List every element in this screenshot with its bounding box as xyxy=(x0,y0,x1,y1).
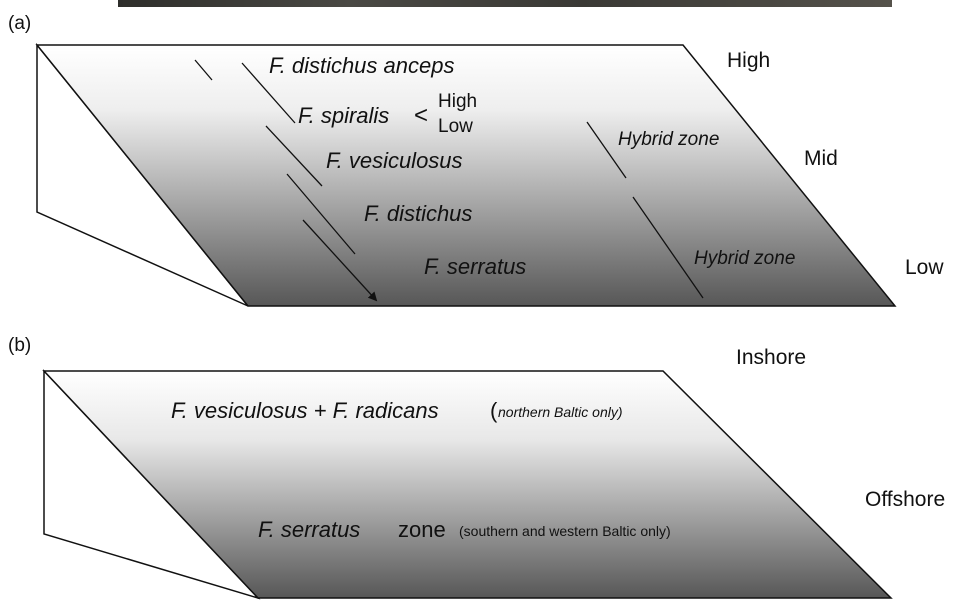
species-serratus-label: F. serratus xyxy=(424,254,526,279)
spiralis-high-label: High xyxy=(438,91,477,112)
species-spiralis-label: F. spiralis xyxy=(298,103,389,128)
panel-b-label: (b) xyxy=(8,335,31,356)
photo-strip xyxy=(118,0,892,7)
level-mid-label: Mid xyxy=(804,147,838,170)
panel-b-upper-species: F. vesiculosus + F. radicans xyxy=(171,398,439,423)
panel-b-lower-species: F. serratus xyxy=(258,517,360,542)
hybrid-zone-lower-label: Hybrid zone xyxy=(694,248,795,269)
species-distichus-label: F. distichus xyxy=(364,201,472,226)
offshore-label: Offshore xyxy=(865,488,945,511)
panel-b-lower-zone: zone xyxy=(398,517,446,542)
hybrid-zone-upper-label: Hybrid zone xyxy=(618,129,719,150)
panel-b-upper-note: northern Baltic only) xyxy=(498,404,623,420)
level-low-label: Low xyxy=(905,256,944,279)
species-vesiculosus-label: F. vesiculosus xyxy=(326,148,463,173)
panel-b-lower-note: (southern and western Baltic only) xyxy=(459,523,671,539)
spiralis-bracket: < xyxy=(414,102,428,129)
level-high-label: High xyxy=(727,49,770,72)
inshore-label: Inshore xyxy=(736,346,806,369)
panel-a-label: (a) xyxy=(8,13,31,34)
spiralis-low-label: Low xyxy=(438,116,473,137)
species-anceps-label: F. distichus anceps xyxy=(269,53,454,78)
panel-b-upper-open-paren: ( xyxy=(490,398,498,423)
